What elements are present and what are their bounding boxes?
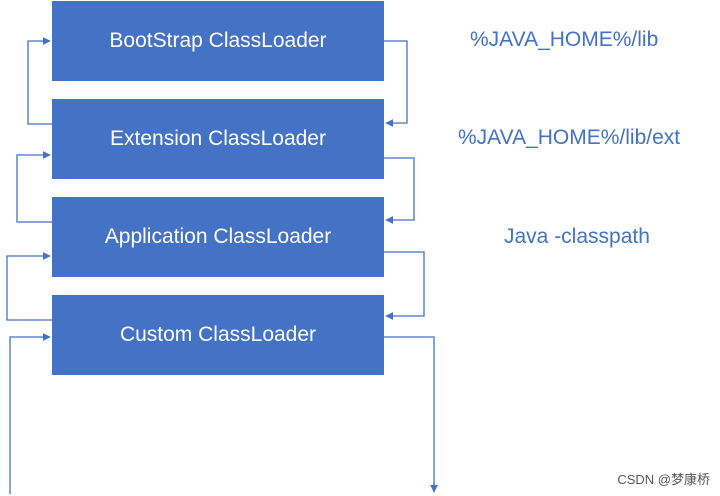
arrow-bootstrap-to-extension	[384, 40, 408, 127]
arrow-up-to-custom	[9, 333, 51, 494]
extension-classloader-label: Extension ClassLoader	[110, 127, 326, 150]
bootstrap-path-label: %JAVA_HOME%/lib	[470, 28, 659, 51]
arrow-extension-to-bootstrap	[27, 37, 52, 125]
custom-classloader-label: Custom ClassLoader	[119, 323, 317, 346]
arrow-application-to-custom	[384, 251, 425, 320]
bootstrap-classloader-label: BootStrap ClassLoader	[109, 29, 327, 52]
extension-path-label: %JAVA_HOME%/lib/ext	[458, 126, 681, 149]
arrow-application-to-extension	[16, 151, 52, 223]
arrow-custom-to-application	[6, 252, 52, 321]
arrow-custom-down	[384, 336, 438, 493]
custom-classloader-box: Custom ClassLoader	[52, 295, 384, 375]
bootstrap-classloader-box: BootStrap ClassLoader	[52, 1, 384, 81]
application-classloader-box: Application ClassLoader	[52, 197, 384, 277]
extension-classloader-box: Extension ClassLoader	[52, 99, 384, 179]
csdn-watermark: CSDN @梦康桥	[617, 472, 710, 487]
application-path-label: Java -classpath	[504, 225, 650, 248]
application-classloader-label: Application ClassLoader	[104, 225, 332, 248]
arrow-extension-to-application	[384, 157, 415, 224]
